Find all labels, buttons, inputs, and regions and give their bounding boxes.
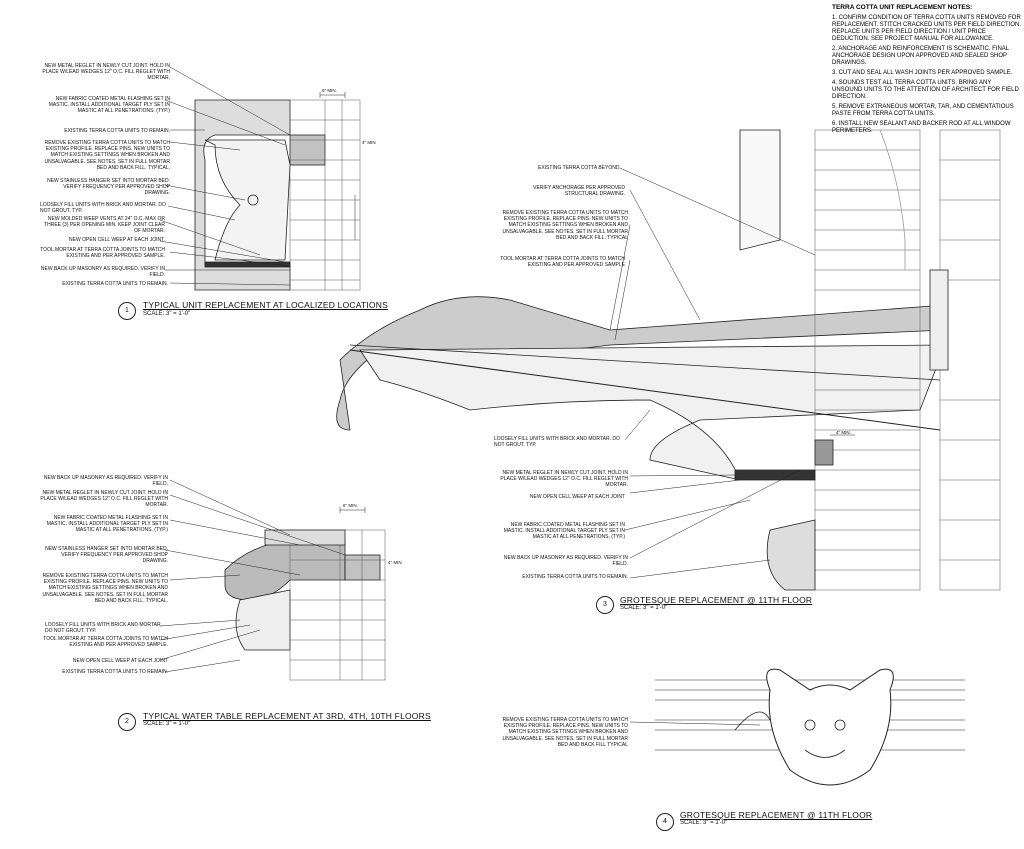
callout: NEW BACK UP MASONRY AS REQUIRED. VERIFY … xyxy=(40,266,165,279)
detail-number: 2 xyxy=(118,713,136,731)
callout: REMOVE EXISTING TERRA COTTA UNITS TO MAT… xyxy=(42,573,169,604)
callout: LOOSELY FILL UNITS WITH BRICK AND MORTAR… xyxy=(45,622,162,635)
detail-3-section xyxy=(336,129,1001,591)
callout: EXISTING TERRA COTTA UNITS TO REMAIN. xyxy=(62,669,168,675)
callout: EXISTING TERRA COTTA UNITS TO REMAIN. xyxy=(522,574,628,580)
note-5: 5. REMOVE EXTRANEOUS MORTAR, TAR, AND CE… xyxy=(832,104,1014,117)
note-3: 3. CUT AND SEAL ALL WASH JOINTS PER APPR… xyxy=(832,70,1013,76)
callout: TOOL MORTAR AT TERRA COTTA JOINTS TO MAT… xyxy=(43,636,168,649)
callout: NEW OPEN CELL WEEP AT EACH JOINT xyxy=(72,658,168,664)
callout: EXISTING TERRA COTTA BEYOND xyxy=(538,165,620,171)
callout: NEW BACK UP MASONRY AS REQUIRED. VERIFY … xyxy=(43,475,168,488)
detail-title: TYPICAL UNIT REPLACEMENT AT LOCALIZED LO… xyxy=(143,300,388,310)
callout: NEW FABRIC COATED METAL FLASHING SET IN … xyxy=(48,96,170,115)
replacement-notes: TERRA COTTA UNIT REPLACEMENT NOTES: 1. C… xyxy=(832,4,1022,138)
detail-4-elevation xyxy=(655,668,965,786)
detail-number: 3 xyxy=(596,596,614,614)
callout: NEW MOLDED WEEP VENTS AT 24" O.C. MAX OR… xyxy=(44,216,165,235)
note-1: 1. CONFIRM CONDITION OF TERRA COTTA UNIT… xyxy=(832,15,1022,42)
detail-title: TYPICAL WATER TABLE REPLACEMENT AT 3RD, … xyxy=(143,711,431,721)
callout: LOOSELY FILL UNITS WITH BRICK AND MORTAR… xyxy=(40,202,166,215)
leader-lines xyxy=(159,66,816,726)
dimension: 4" MIN xyxy=(362,140,376,145)
dimension: 6" MIN. xyxy=(343,503,358,508)
callout: NEW METAL REGLET IN NEWLY CUT JOINT. HOL… xyxy=(42,63,170,82)
callout: NEW STAINLESS HANGER SET INTO MORTAR BED… xyxy=(45,546,168,565)
detail-scale: SCALE: 3" = 1'-0" xyxy=(680,820,728,826)
callout: NEW FABRIC COATED METAL FLASHING SET IN … xyxy=(46,515,168,534)
detail-scale: SCALE: 3" = 1'-0" xyxy=(143,311,191,317)
callout: NEW OPEN CELL WEEP AT EACH JOINT xyxy=(529,494,625,500)
callout: LOOSELY FILL UNITS WITH BRICK AND MORTAR… xyxy=(494,436,620,449)
dimension: 4" MIN. xyxy=(836,430,851,435)
callout: NEW BACK UP MASONRY AS REQUIRED. VERIFY … xyxy=(503,555,628,568)
detail-number: 4 xyxy=(656,813,674,831)
callout: EXISTING TERRA COTTA UNITS TO REMAIN. xyxy=(64,128,170,134)
callout: NEW METAL REGLET IN NEWLY CUT JOINT. HOL… xyxy=(40,490,168,509)
callout: TOOL MORTAR AT TERRA COTTA JOINTS TO MAT… xyxy=(40,247,165,260)
note-2: 2. ANCHORAGE AND REINFORCEMENT IS SCHEMA… xyxy=(832,46,1009,66)
callout: VERIFY ANCHORAGE PER APPROVED STRUCTURAL… xyxy=(533,185,625,198)
note-4: 4. SOUNDS TEST ALL TERRA COTTA UNITS. BR… xyxy=(832,80,1019,100)
callout: EXISTING TERRA COTTA UNITS TO REMAIN. xyxy=(62,281,168,287)
dimension: 4" MIN xyxy=(388,560,402,565)
notes-heading: TERRA COTTA UNIT REPLACEMENT NOTES: xyxy=(832,4,973,11)
detail-2-section xyxy=(224,529,386,681)
callout: REMOVE EXISTING TERRA COTTA UNITS TO MAT… xyxy=(502,210,629,241)
detail-number: 1 xyxy=(118,302,136,320)
detail-title: GROTESQUE REPLACEMENT @ 11TH FLOOR xyxy=(620,595,813,605)
detail-scale: SCALE: 3" = 1'-0" xyxy=(620,605,668,611)
detail-scale: SCALE: 3" = 1'-0" xyxy=(143,721,191,727)
callout: TOOL MORTAR AT TERRA COTTA JOINTS TO MAT… xyxy=(500,256,625,269)
callout: REMOVE EXISTING TERRA COTTA UNITS TO MAT… xyxy=(502,717,629,748)
callout: NEW STAINLESS HANGER SET INTO MORTAR BED… xyxy=(47,178,170,197)
detail-1-section xyxy=(194,99,361,291)
callout: NEW FABRIC COATED METAL FLASHING SET IN … xyxy=(503,522,625,541)
callout: NEW OPEN CELL WEEP AT EACH JOINT. xyxy=(69,237,165,243)
dimension: 6" MIN. xyxy=(322,88,337,93)
callout: REMOVE EXISTING TERRA COTTA UNITS TO MAT… xyxy=(44,140,171,171)
detail-title: GROTESQUE REPLACEMENT @ 11TH FLOOR xyxy=(680,810,873,820)
callout: NEW METAL REGLET IN NEWLY CUT JOINT. HOL… xyxy=(500,470,628,489)
note-6: 6. INSTALL NEW SEALANT AND BACKER ROD AT… xyxy=(832,121,1011,134)
